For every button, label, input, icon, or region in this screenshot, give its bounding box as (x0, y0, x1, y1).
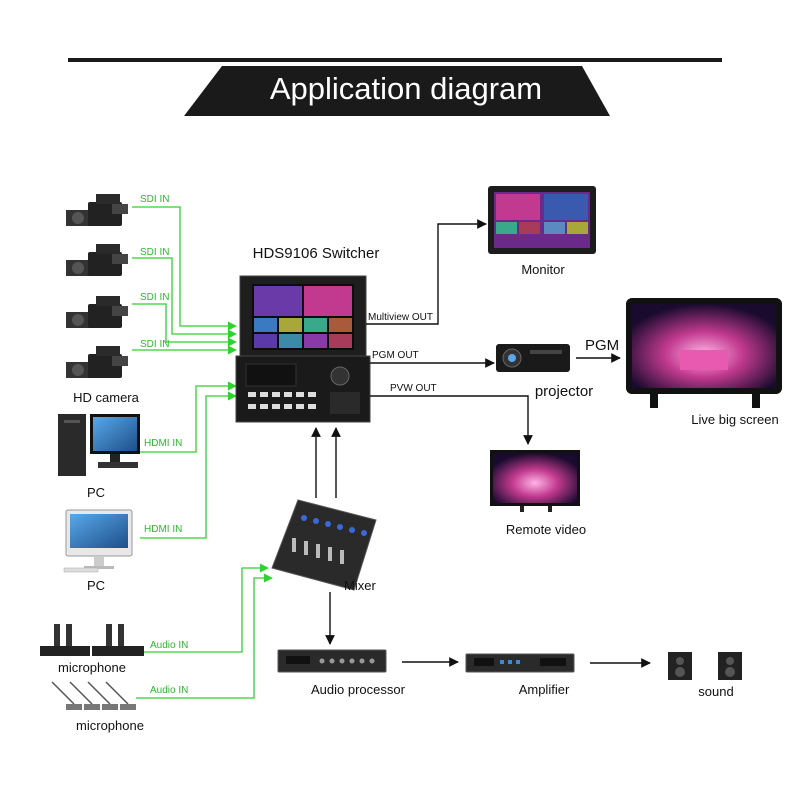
audio-processor-device (277, 649, 387, 673)
monitor-device (488, 186, 596, 254)
projector-device (496, 344, 570, 372)
hd-camera-2 (66, 244, 128, 276)
sdi-in-label-4: SDI IN (140, 339, 169, 350)
title-banner: Application diagram (68, 58, 722, 116)
multiview-out-label: Multiview OUT (368, 312, 433, 323)
mixer-label: Mixer (344, 578, 376, 593)
audio-processor-label: Audio processor (311, 682, 406, 697)
hd-camera-label: HD camera (73, 390, 140, 405)
switcher-device (235, 275, 371, 423)
pvw-out-label: PVW OUT (390, 383, 437, 394)
hdmi-in-label-1: HDMI IN (144, 438, 182, 449)
remote-video-label: Remote video (506, 522, 586, 537)
projector-label: projector (535, 383, 593, 400)
microphone-label-2: microphone (76, 718, 144, 733)
switcher-label: HDS9106 Switcher (253, 245, 380, 262)
sdi-in-label-3: SDI IN (140, 292, 169, 303)
pc-label-2: PC (87, 578, 105, 593)
pgm-label: PGM (585, 337, 619, 354)
hd-camera-4 (66, 346, 128, 378)
live-big-screen-label: Live big screen (691, 412, 778, 427)
multiview-out-line (366, 219, 487, 325)
conference-microphone (51, 681, 136, 710)
amplifier-device (465, 653, 575, 673)
pvw-out-line (370, 395, 533, 445)
page-title: Application diagram (270, 71, 542, 106)
pc-tower-1 (58, 414, 140, 476)
pc-label-1: PC (87, 485, 105, 500)
hd-camera-3 (66, 296, 128, 328)
mixer-device (271, 499, 377, 591)
sdi-connections (132, 206, 237, 355)
speaker-right (718, 652, 742, 680)
sound-label: sound (698, 684, 733, 699)
hd-camera-1 (66, 194, 128, 226)
hdmi-in-label-2: HDMI IN (144, 524, 182, 535)
amplifier-label: Amplifier (519, 682, 570, 697)
speaker-left (668, 652, 692, 680)
microphone-label-1: microphone (58, 660, 126, 675)
live-big-screen-device (626, 298, 782, 408)
hdmi-connections (140, 381, 237, 539)
pc-imac-2 (63, 509, 133, 573)
sdi-in-label-2: SDI IN (140, 247, 169, 258)
pgm-out-label: PGM OUT (372, 350, 419, 361)
audio-connections (136, 563, 273, 699)
audio-in-label-2: Audio IN (150, 685, 188, 696)
monitor-label: Monitor (521, 262, 565, 277)
wireless-microphone (40, 624, 144, 656)
sdi-in-label-1: SDI IN (140, 194, 169, 205)
audio-in-label-1: Audio IN (150, 640, 188, 651)
remote-video-tv (490, 450, 580, 512)
